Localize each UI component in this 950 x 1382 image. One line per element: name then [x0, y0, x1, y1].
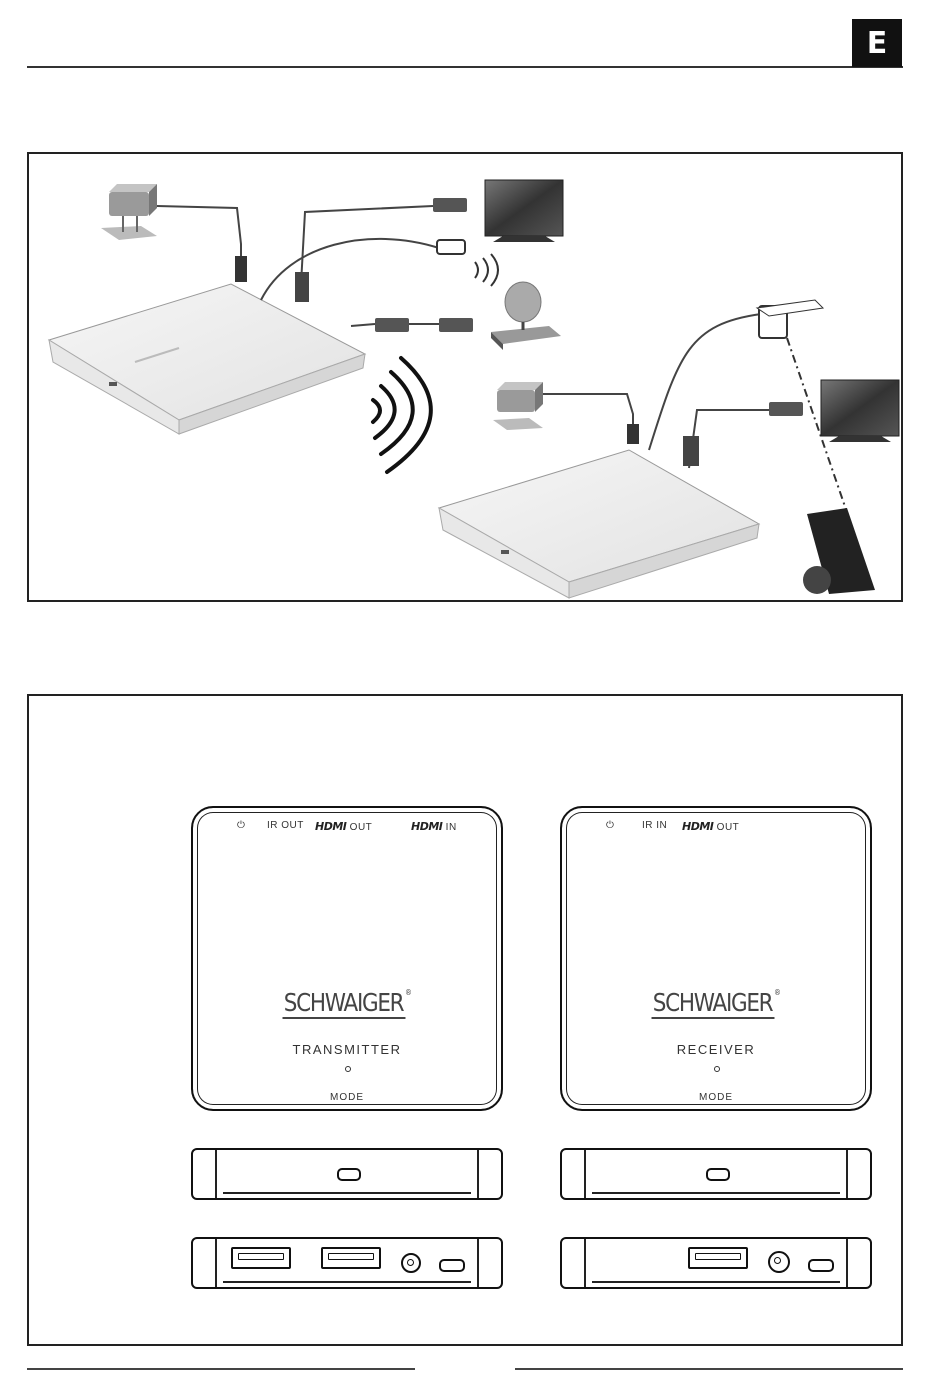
micro-usb-power-port [439, 1259, 465, 1272]
status-led [714, 1066, 720, 1072]
brand-logo: SCHWAIGER® [215, 988, 480, 1017]
receiver-front-panel: ⏻ IR IN HDMI OUT SCHWAIGER® RECEIVER MOD… [560, 806, 872, 1111]
hdmi-out-port [231, 1247, 291, 1269]
ir-in-jack [768, 1251, 790, 1273]
transmitter-front-edge [191, 1148, 503, 1200]
hdmi-out-logo: HDMI [682, 820, 713, 833]
receiver-rear-edge [560, 1237, 872, 1289]
registered-mark: ® [774, 988, 781, 997]
usb-port [706, 1168, 730, 1181]
remote-control-illustration [803, 508, 875, 594]
hdmi-out-label: HDMI OUT [315, 820, 372, 833]
hdmi-out-suffix: OUT [350, 822, 373, 833]
transmitter-box-illustration [49, 284, 365, 434]
brand-name: SCHWAIGER [282, 988, 405, 1019]
header-rule [27, 66, 903, 68]
mode-label: MODE [193, 1092, 501, 1103]
brand-name: SCHWAIGER [651, 988, 774, 1019]
receiver-box-illustration [439, 450, 759, 598]
receiver-front-edge [560, 1148, 872, 1200]
transmitter-front-panel: ⏻ IR OUT HDMI OUT HDMI IN SCHWAIGER® TRA… [191, 806, 503, 1111]
transmitter-rear-edge [191, 1237, 503, 1289]
edge-foot [223, 1281, 471, 1289]
edge-divider [215, 1150, 217, 1198]
hdmi-in-port [321, 1247, 381, 1269]
hdmi-out-suffix: OUT [717, 822, 740, 833]
hdmi-in-logo: HDMI [411, 820, 442, 833]
hdmi-out-port [688, 1247, 748, 1269]
micro-usb-power-port [808, 1259, 834, 1272]
tv-transmitter-side [485, 180, 563, 242]
hdmi-in-label: HDMI IN [411, 820, 457, 833]
hdmi-out-label: HDMI OUT [682, 820, 739, 833]
wireless-signal-illustration [373, 358, 431, 472]
footer-rule-left [27, 1368, 415, 1370]
language-tab: E [852, 19, 902, 67]
connection-diagram [29, 154, 901, 600]
power-adapter-transmitter [101, 184, 247, 282]
status-led [345, 1066, 351, 1072]
edge-foot [592, 1281, 840, 1289]
edge-divider [846, 1239, 848, 1287]
ir-out-jack [401, 1253, 421, 1273]
edge-foot [223, 1192, 471, 1200]
satellite-receiver-source [351, 282, 561, 350]
usb-port [337, 1168, 361, 1181]
tv-receiver-side [821, 380, 899, 442]
edge-divider [477, 1239, 479, 1287]
connection-diagram-frame [27, 152, 903, 602]
edge-divider [584, 1239, 586, 1287]
power-icon: ⏻ [237, 820, 245, 831]
ir-in-label: IR IN [642, 820, 667, 831]
receiver-label: RECEIVER [562, 1042, 870, 1057]
power-icon: ⏻ [606, 820, 614, 831]
edge-divider [477, 1150, 479, 1198]
transmitter-label: TRANSMITTER [193, 1042, 501, 1057]
mode-label: MODE [562, 1092, 870, 1103]
registered-mark: ® [405, 988, 412, 997]
footer-rule-right [515, 1368, 903, 1370]
edge-foot [592, 1192, 840, 1200]
edge-divider [846, 1150, 848, 1198]
brand-logo: SCHWAIGER® [584, 988, 849, 1017]
hdmi-out-logo: HDMI [315, 820, 346, 833]
edge-divider [584, 1150, 586, 1198]
ir-out-label: IR OUT [267, 820, 304, 831]
edge-divider [215, 1239, 217, 1287]
power-adapter-receiver [493, 382, 639, 444]
hdmi-in-suffix: IN [446, 822, 457, 833]
